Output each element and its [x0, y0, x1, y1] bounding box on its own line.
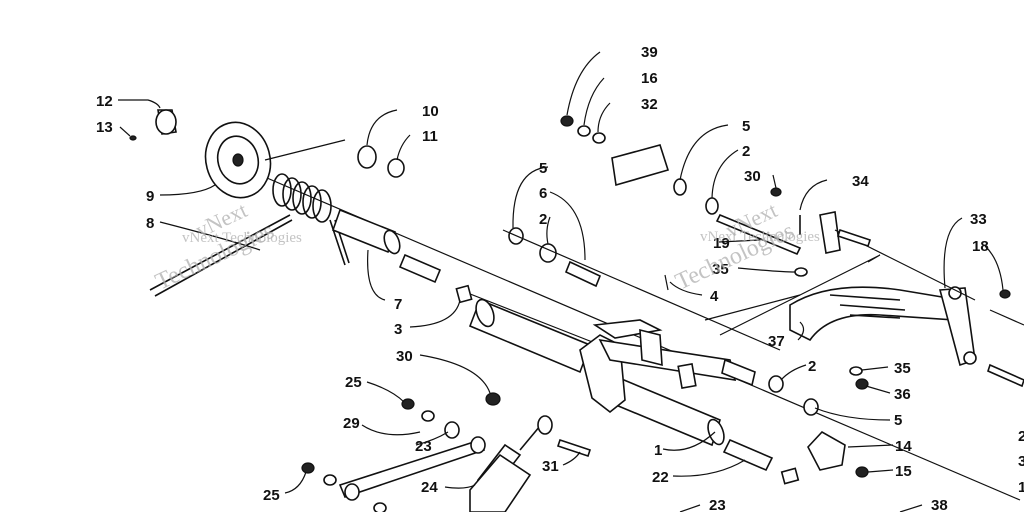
callout-34: 34 — [852, 173, 869, 190]
callout-9: 9 — [146, 188, 154, 205]
callout-19: 19 — [713, 235, 730, 252]
top-plate — [560, 115, 670, 187]
spring-sleeve — [331, 208, 473, 304]
callout-24: 24 — [421, 479, 438, 496]
callout-5-center: 5 — [539, 160, 547, 177]
callout-30-lower: 30 — [396, 348, 413, 365]
callout-5: 5 — [742, 118, 750, 135]
callout-5-lower: 5 — [894, 412, 902, 429]
callout-6: 6 — [539, 185, 547, 202]
bushing-10 — [264, 139, 405, 178]
callout-8: 8 — [146, 215, 154, 232]
main-shaft — [468, 298, 592, 374]
callout-7: 7 — [394, 296, 402, 313]
torsion-spring — [149, 173, 350, 297]
parts-drawing — [129, 109, 1024, 512]
callout-25-lower: 25 — [263, 487, 280, 504]
shock-absorber — [469, 415, 592, 512]
cross-bracket — [579, 319, 756, 414]
callout-2-center: 2 — [539, 211, 547, 228]
callout-37: 37 — [768, 333, 785, 350]
callout-11: 11 — [422, 128, 438, 145]
edge-label-2: 2 — [1018, 428, 1024, 445]
callout-14: 14 — [895, 438, 912, 455]
callout-labels: 39 16 32 5 2 30 34 12 13 10 11 9 8 5 6 2… — [96, 44, 989, 512]
callout-23: 23 — [415, 438, 432, 455]
callout-13: 13 — [96, 119, 113, 136]
callout-33: 33 — [970, 211, 987, 228]
callout-35: 35 — [712, 261, 729, 278]
callout-30: 30 — [744, 168, 761, 185]
callout-1: 1 — [654, 442, 662, 459]
lower-linkage — [301, 392, 501, 512]
watermark-text-right: vNext Technologies — [700, 229, 820, 245]
rear-arm — [789, 211, 1024, 388]
callout-36: 36 — [894, 386, 911, 403]
callout-2: 2 — [742, 143, 750, 160]
callout-18: 18 — [972, 238, 989, 255]
callout-39: 39 — [641, 44, 658, 61]
watermark-text-left: vNext Technologies — [182, 230, 302, 246]
edge-label-3: 3 — [1018, 453, 1024, 470]
callout-22: 22 — [652, 469, 669, 486]
watermark-left: vNext vNext Technologies Technologies — [152, 197, 303, 295]
edge-label-1: 1 — [1018, 479, 1024, 496]
callout-35-lower: 35 — [894, 360, 911, 377]
callout-32: 32 — [641, 96, 658, 113]
callout-12: 12 — [96, 93, 113, 110]
bracket-14 — [780, 366, 869, 485]
callout-3: 3 — [394, 321, 402, 338]
callout-4: 4 — [710, 288, 719, 305]
upper-rod — [673, 178, 808, 277]
callout-23-lower: 23 — [709, 497, 726, 512]
callout-2-lower: 2 — [808, 358, 816, 375]
callout-31: 31 — [542, 458, 559, 475]
center-pins — [502, 227, 881, 416]
callout-15: 15 — [895, 463, 912, 480]
side-bolts — [836, 228, 1011, 299]
wheel-bearing — [129, 109, 177, 141]
callout-29: 29 — [343, 415, 360, 432]
callout-25: 25 — [345, 374, 362, 391]
edge-labels: 2 3 1 — [1018, 428, 1024, 496]
callout-10: 10 — [422, 103, 439, 120]
leader-lines — [118, 51, 1004, 512]
callout-38: 38 — [931, 497, 948, 512]
idler-wheel — [204, 121, 272, 199]
callout-16: 16 — [641, 70, 658, 87]
